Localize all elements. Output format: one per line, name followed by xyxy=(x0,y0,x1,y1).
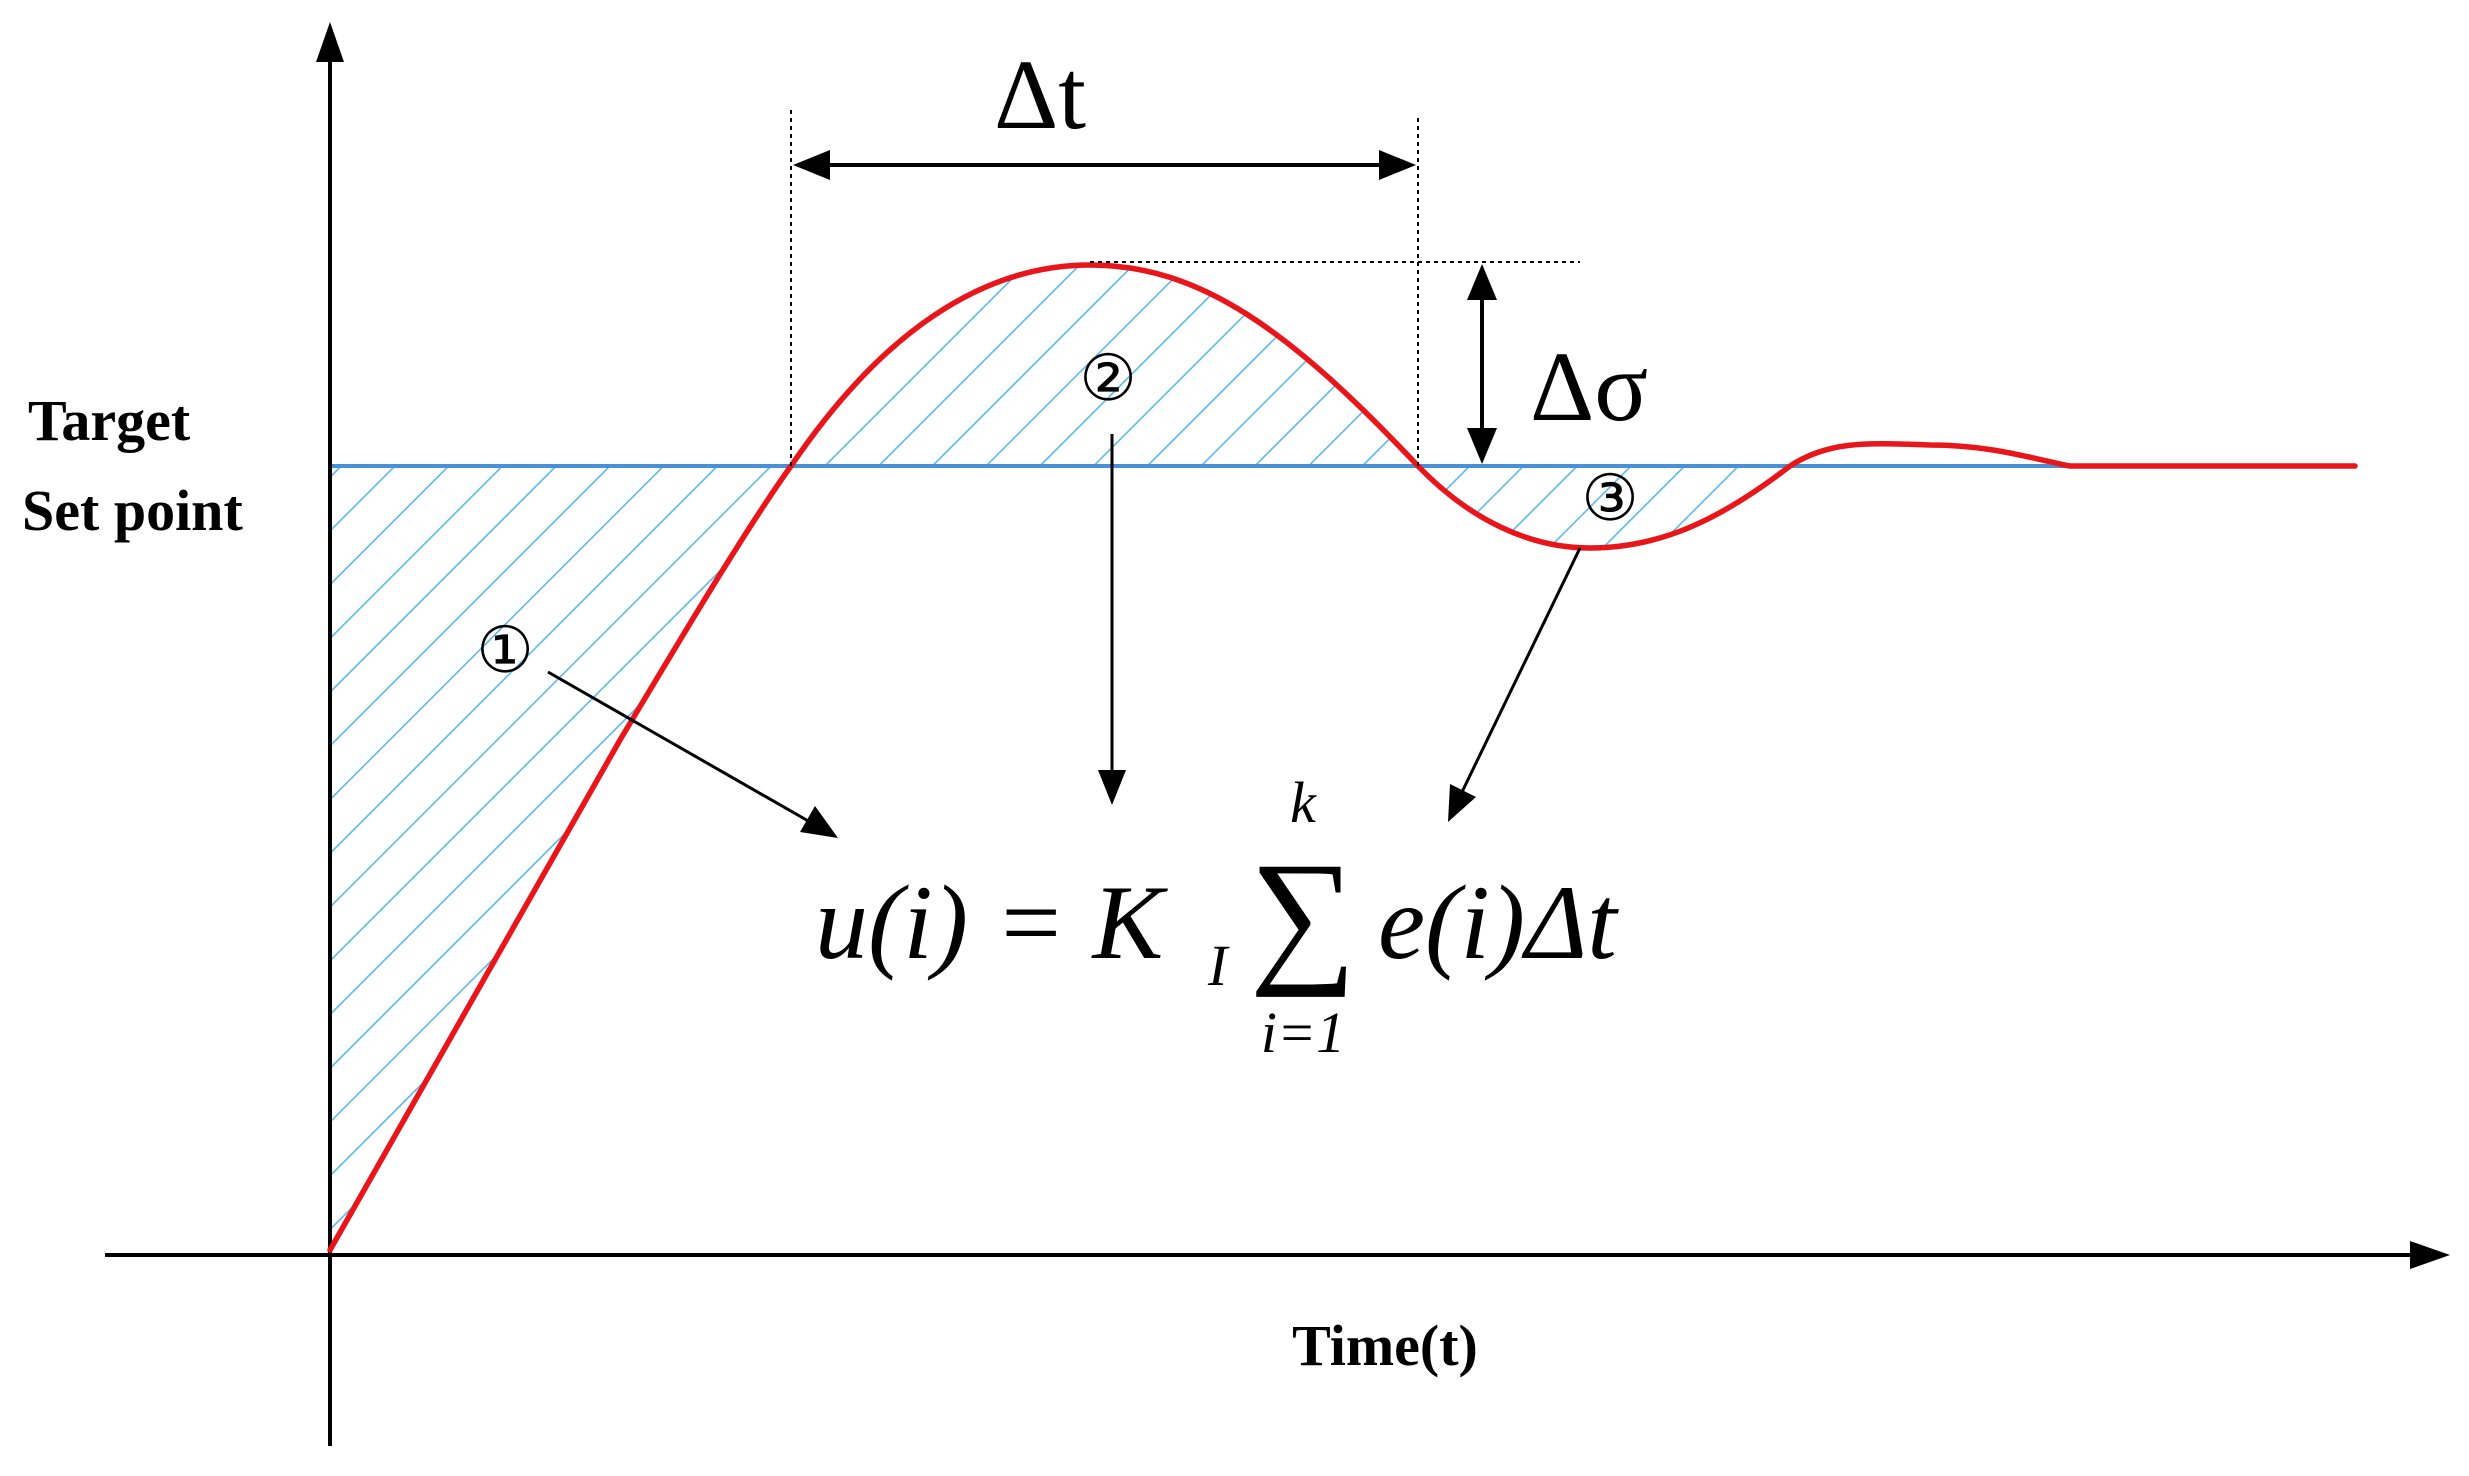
marker-3: ③ xyxy=(1581,463,1638,534)
y-axis-arrowhead xyxy=(316,22,344,62)
delta-t-arrowhead-left xyxy=(793,150,830,180)
formula-k-subscript: I xyxy=(1207,933,1230,998)
pointer-arrow-1 xyxy=(547,670,811,824)
error-area-3 xyxy=(1418,466,1790,548)
formula-lhs: u(i) = K xyxy=(815,864,1169,981)
pointer-arrow-3 xyxy=(1460,547,1582,793)
delta-sigma-arrowhead-bottom xyxy=(1467,428,1497,464)
x-axis-arrowhead xyxy=(2410,1241,2450,1269)
pointer-arrowhead-2 xyxy=(1098,770,1126,805)
formula-lower-limit: i=1 xyxy=(1261,1000,1345,1065)
formula-upper-limit: k xyxy=(1290,770,1317,835)
target-label-line2: Set point xyxy=(22,478,243,543)
formula-sum-symbol: ∑ xyxy=(1250,832,1357,998)
pointer-arrowhead-1 xyxy=(800,806,838,838)
integral-formula: u(i) = K I ∑ k i=1 e(i)Δt xyxy=(815,770,1619,1065)
x-axis-label: Time(t) xyxy=(1292,1313,1478,1378)
delta-t-arrowhead-right xyxy=(1379,150,1416,180)
marker-2: ② xyxy=(1079,343,1136,414)
error-area-1 xyxy=(330,466,791,1250)
target-label-line1: Target xyxy=(28,388,191,453)
pointer-arrowhead-3 xyxy=(1448,784,1476,822)
marker-1: ① xyxy=(476,615,533,686)
delta-sigma-label: Δσ xyxy=(1530,331,1648,442)
error-area-2 xyxy=(791,265,1418,466)
formula-rhs: e(i)Δt xyxy=(1378,864,1619,981)
delta-sigma-arrowhead-top xyxy=(1467,264,1497,300)
delta-t-label: Δt xyxy=(994,39,1086,150)
